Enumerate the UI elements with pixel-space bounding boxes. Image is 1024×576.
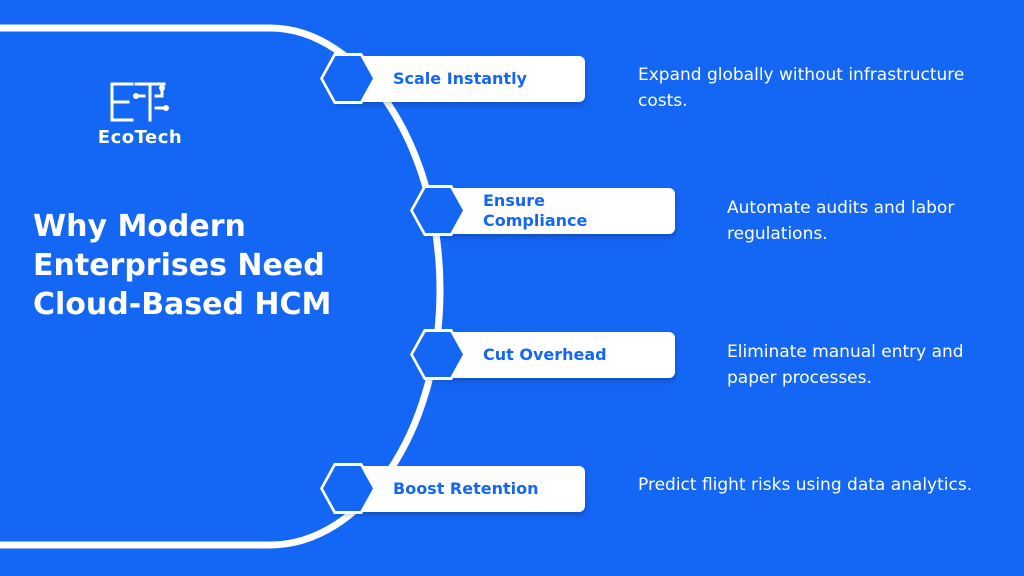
item-description: Eliminate manual entry and paper process… [727, 342, 964, 388]
item-card-ensure-compliance: Ensure Compliance [425, 188, 675, 234]
item-card-cut-overhead: Cut Overhead [425, 332, 675, 378]
hexagon-fill-icon [413, 332, 463, 377]
item-card-scale-instantly: Scale Instantly [335, 56, 585, 102]
item-label: Cut Overhead [483, 345, 607, 364]
hexagon-fill-icon [323, 56, 373, 101]
ecotech-logo: EcoTech [90, 80, 190, 148]
item-description: Automate audits and labor regulations. [727, 198, 955, 244]
item-description: Predict flight risks using data analytic… [638, 475, 973, 495]
hexagon-fill-icon [413, 188, 463, 233]
item-label: Boost Retention [393, 479, 539, 498]
item-card-boost-retention: Boost Retention [335, 466, 585, 512]
hexagon-fill-icon [323, 466, 373, 511]
item-description: Expand globally without infrastructure c… [638, 65, 965, 111]
brand-name: EcoTech [97, 127, 183, 148]
item-label: Ensure Compliance [483, 191, 588, 230]
logo-mark-icon [110, 82, 169, 122]
page-title: Why Modern Enterprises Need Cloud-Based … [33, 209, 332, 322]
item-label: Scale Instantly [393, 69, 527, 88]
